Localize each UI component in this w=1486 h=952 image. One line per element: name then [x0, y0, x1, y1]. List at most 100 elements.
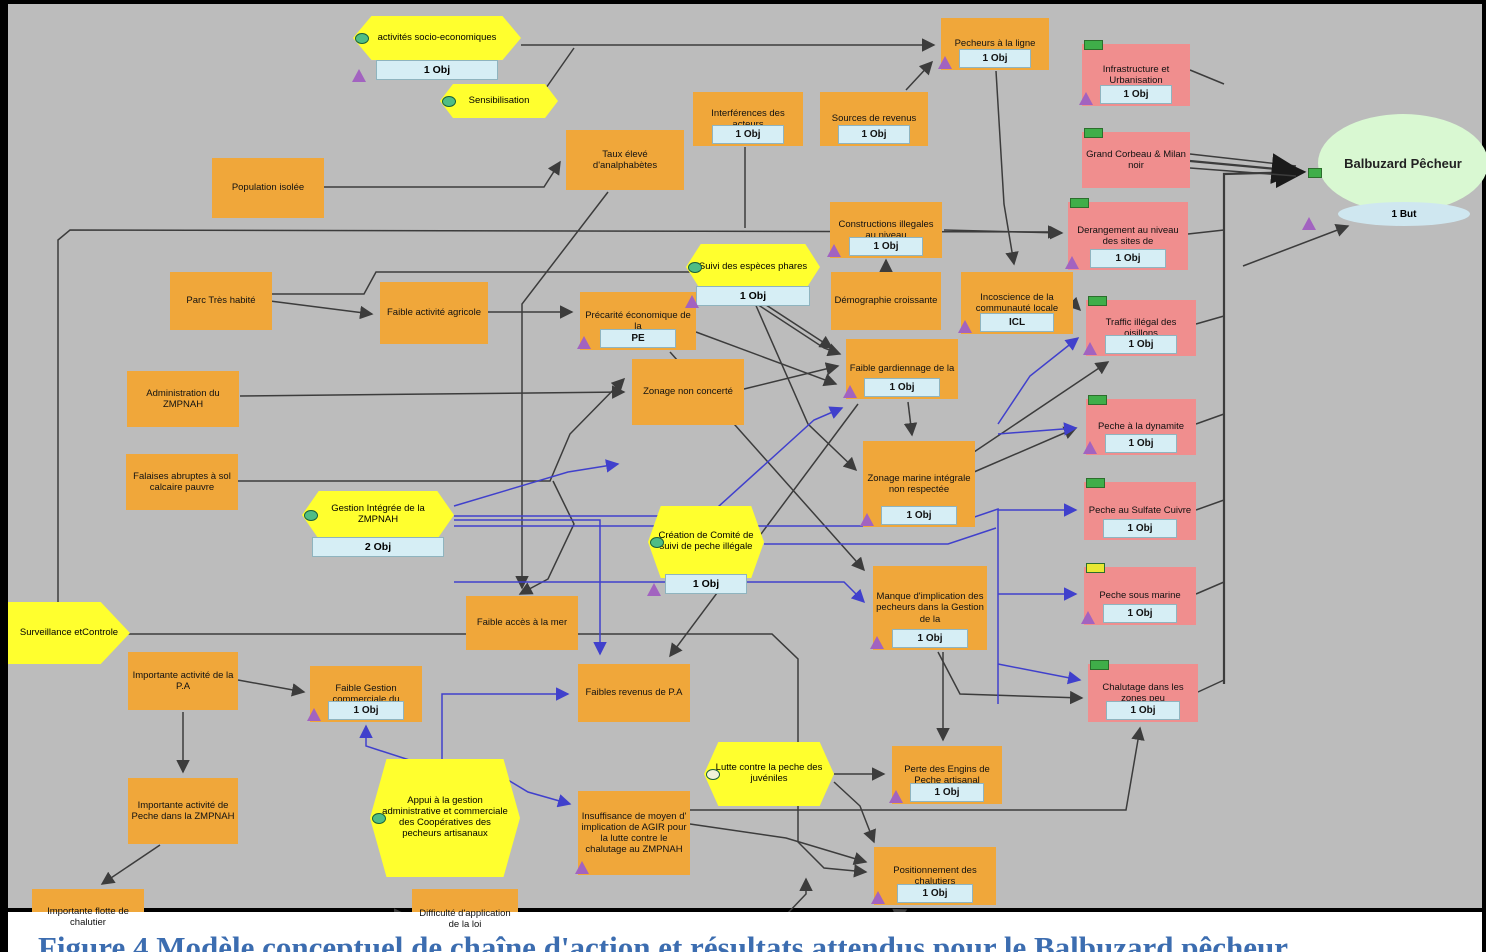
objective-count-bar: 1 Obj	[1090, 249, 1166, 268]
threat-label: Derangement au niveau des sites de	[1077, 224, 1179, 247]
threat-label: Infrastructure et Urbanisation	[1102, 63, 1170, 86]
strategy-label: Sensibilisation	[468, 94, 530, 106]
objective-count-bar: 1 Obj	[838, 125, 910, 144]
strategy-icon	[688, 262, 702, 273]
strategy-suivi-especes-phares[interactable]: Suivi des espèces phares 1 Obj	[685, 244, 820, 308]
factor-link	[943, 225, 1064, 240]
factor-label: Importante activité de la P.A	[132, 669, 234, 692]
factor-label: Faible activité agricole	[387, 307, 481, 319]
strategy-label: Lutte contre la peche des juvéniles	[715, 762, 823, 784]
threat-label: Peche au Sulfate Cuivre	[1088, 505, 1192, 517]
factor-link	[973, 426, 1078, 473]
strategy-sensibilisation[interactable]: Sensibilisation	[440, 84, 558, 118]
rating-chip-icon	[1086, 563, 1105, 573]
factor-label: Population isolée	[231, 182, 305, 194]
factor-population-isolee[interactable]: Population isolée	[212, 158, 324, 218]
factor-link	[1189, 153, 1303, 184]
objective-count-bar: 2 Obj	[312, 537, 444, 557]
strategy-hexagon: Sensibilisation	[440, 84, 558, 118]
rating-chip-icon	[1308, 168, 1322, 178]
objective-triangle-icon	[1302, 217, 1316, 230]
factor-link	[239, 385, 626, 399]
objective-count-bar: 1 Obj	[696, 286, 810, 306]
strategy-hexagon: Gestion Intégrée de la ZMPNAH	[302, 491, 454, 539]
factor-link	[743, 362, 840, 390]
threat-derangement-sites[interactable]: Derangement au niveau des sites de 1 Obj	[1065, 198, 1188, 270]
strategy-label: Appui à la gestion administrative et com…	[382, 795, 508, 839]
factor-taux-eleve-analphabetes[interactable]: Taux élevé d'analphabètes	[566, 130, 684, 190]
factor-insuffisance-moyen-agir[interactable]: Insuffisance de moyen d' implication de …	[575, 791, 690, 875]
objective-count-bar: 1 Obj	[1105, 335, 1177, 354]
factor-faibles-revenus-pa[interactable]: Faibles revenus de P.A	[578, 664, 690, 722]
factor-label: Sources de revenus	[831, 113, 917, 125]
target-label: Balbuzard Pêcheur	[1344, 155, 1462, 171]
factor-administration-zmpnah[interactable]: Administration du ZMPNAH	[127, 371, 239, 427]
strategy-icon	[442, 96, 456, 107]
strategy-lutte-peche-juveniles[interactable]: Lutte contre la peche des juvéniles	[704, 742, 834, 806]
factor-label: Difficulté d'application de la loi	[419, 907, 511, 930]
objective-count-bar: 1 Obj	[849, 237, 923, 256]
factor-label: Démographie croissante	[834, 295, 938, 307]
factor-falaises-abruptes[interactable]: Falaises abruptes à sol calcaire pauvre	[126, 454, 238, 510]
strategy-appui-gestion-cooperatives[interactable]: Appui à la gestion administrative et com…	[370, 759, 520, 877]
threat-peche-sulfate-cuivre[interactable]: Peche au Sulfate Cuivre 1 Obj	[1084, 478, 1196, 540]
factor-faible-activite-agricole[interactable]: Faible activité agricole	[380, 282, 488, 344]
factor-link	[833, 781, 876, 844]
factor-interferences-des-acteurs[interactable]: Interférences des acteurs1 Obj	[693, 92, 803, 146]
strategy-link	[997, 422, 1078, 436]
factor-importante-activite-pa[interactable]: Importante activité de la P.A	[128, 652, 238, 710]
objective-triangle-icon	[860, 513, 874, 526]
factor-link	[1187, 229, 1225, 235]
factor-importante-activite-peche[interactable]: Importante activité de Peche dans la ZMP…	[128, 778, 238, 844]
factor-parc-tres-habite[interactable]: Parc Très habité	[170, 272, 272, 330]
factor-label: Administration du ZMPNAH	[146, 387, 220, 410]
factor-demographie-croissante[interactable]: Démographie croissante	[831, 272, 941, 330]
factor-faible-acces-mer[interactable]: Faible accès à la mer	[466, 596, 578, 650]
factor-link	[100, 844, 161, 885]
factor-label: Faible accès à la mer	[476, 617, 568, 629]
factor-link	[759, 300, 834, 349]
factor-link	[1195, 413, 1225, 425]
objective-count-bar: 1 Obj	[1106, 701, 1180, 720]
factor-manque-implication-pecheurs[interactable]: Manque d'implication des pecheurs dans l…	[870, 566, 987, 650]
strategy-label: Suivi des espèces phares	[698, 260, 808, 272]
threat-label: Chalutage dans les zones peu	[1102, 681, 1184, 704]
factor-label: Interférences des acteurs	[711, 107, 785, 130]
figure-caption-strip: Figure 4 Modèle conceptuel de chaîne d'a…	[8, 912, 1482, 952]
objective-triangle-icon	[1065, 256, 1079, 269]
threat-grand-corbeau-milan-noir[interactable]: Grand Corbeau & Milan noir	[1082, 128, 1190, 188]
factor-link	[1066, 296, 1082, 312]
rating-chip-icon	[1090, 660, 1109, 670]
factor-label: Insuffisance de moyen d' implication de …	[581, 810, 687, 856]
factor-label: Incoscience de la communauté locale	[975, 291, 1059, 314]
objective-triangle-icon	[577, 336, 591, 349]
objective-triangle-icon	[685, 295, 699, 308]
factor-zonage-non-concerte[interactable]: Zonage non concerté	[632, 359, 744, 425]
rating-chip-icon	[1088, 395, 1107, 405]
threat-label: Peche sous marine	[1099, 590, 1181, 602]
objective-count-bar: 1 Obj	[1103, 519, 1177, 538]
strategy-surveillance-et-controle[interactable]: Surveillance etControle	[8, 602, 130, 664]
strategy-creation-comite-suivi[interactable]: Création de Comité de suivi de peche ill…	[647, 506, 764, 596]
factor-link	[1189, 69, 1225, 85]
